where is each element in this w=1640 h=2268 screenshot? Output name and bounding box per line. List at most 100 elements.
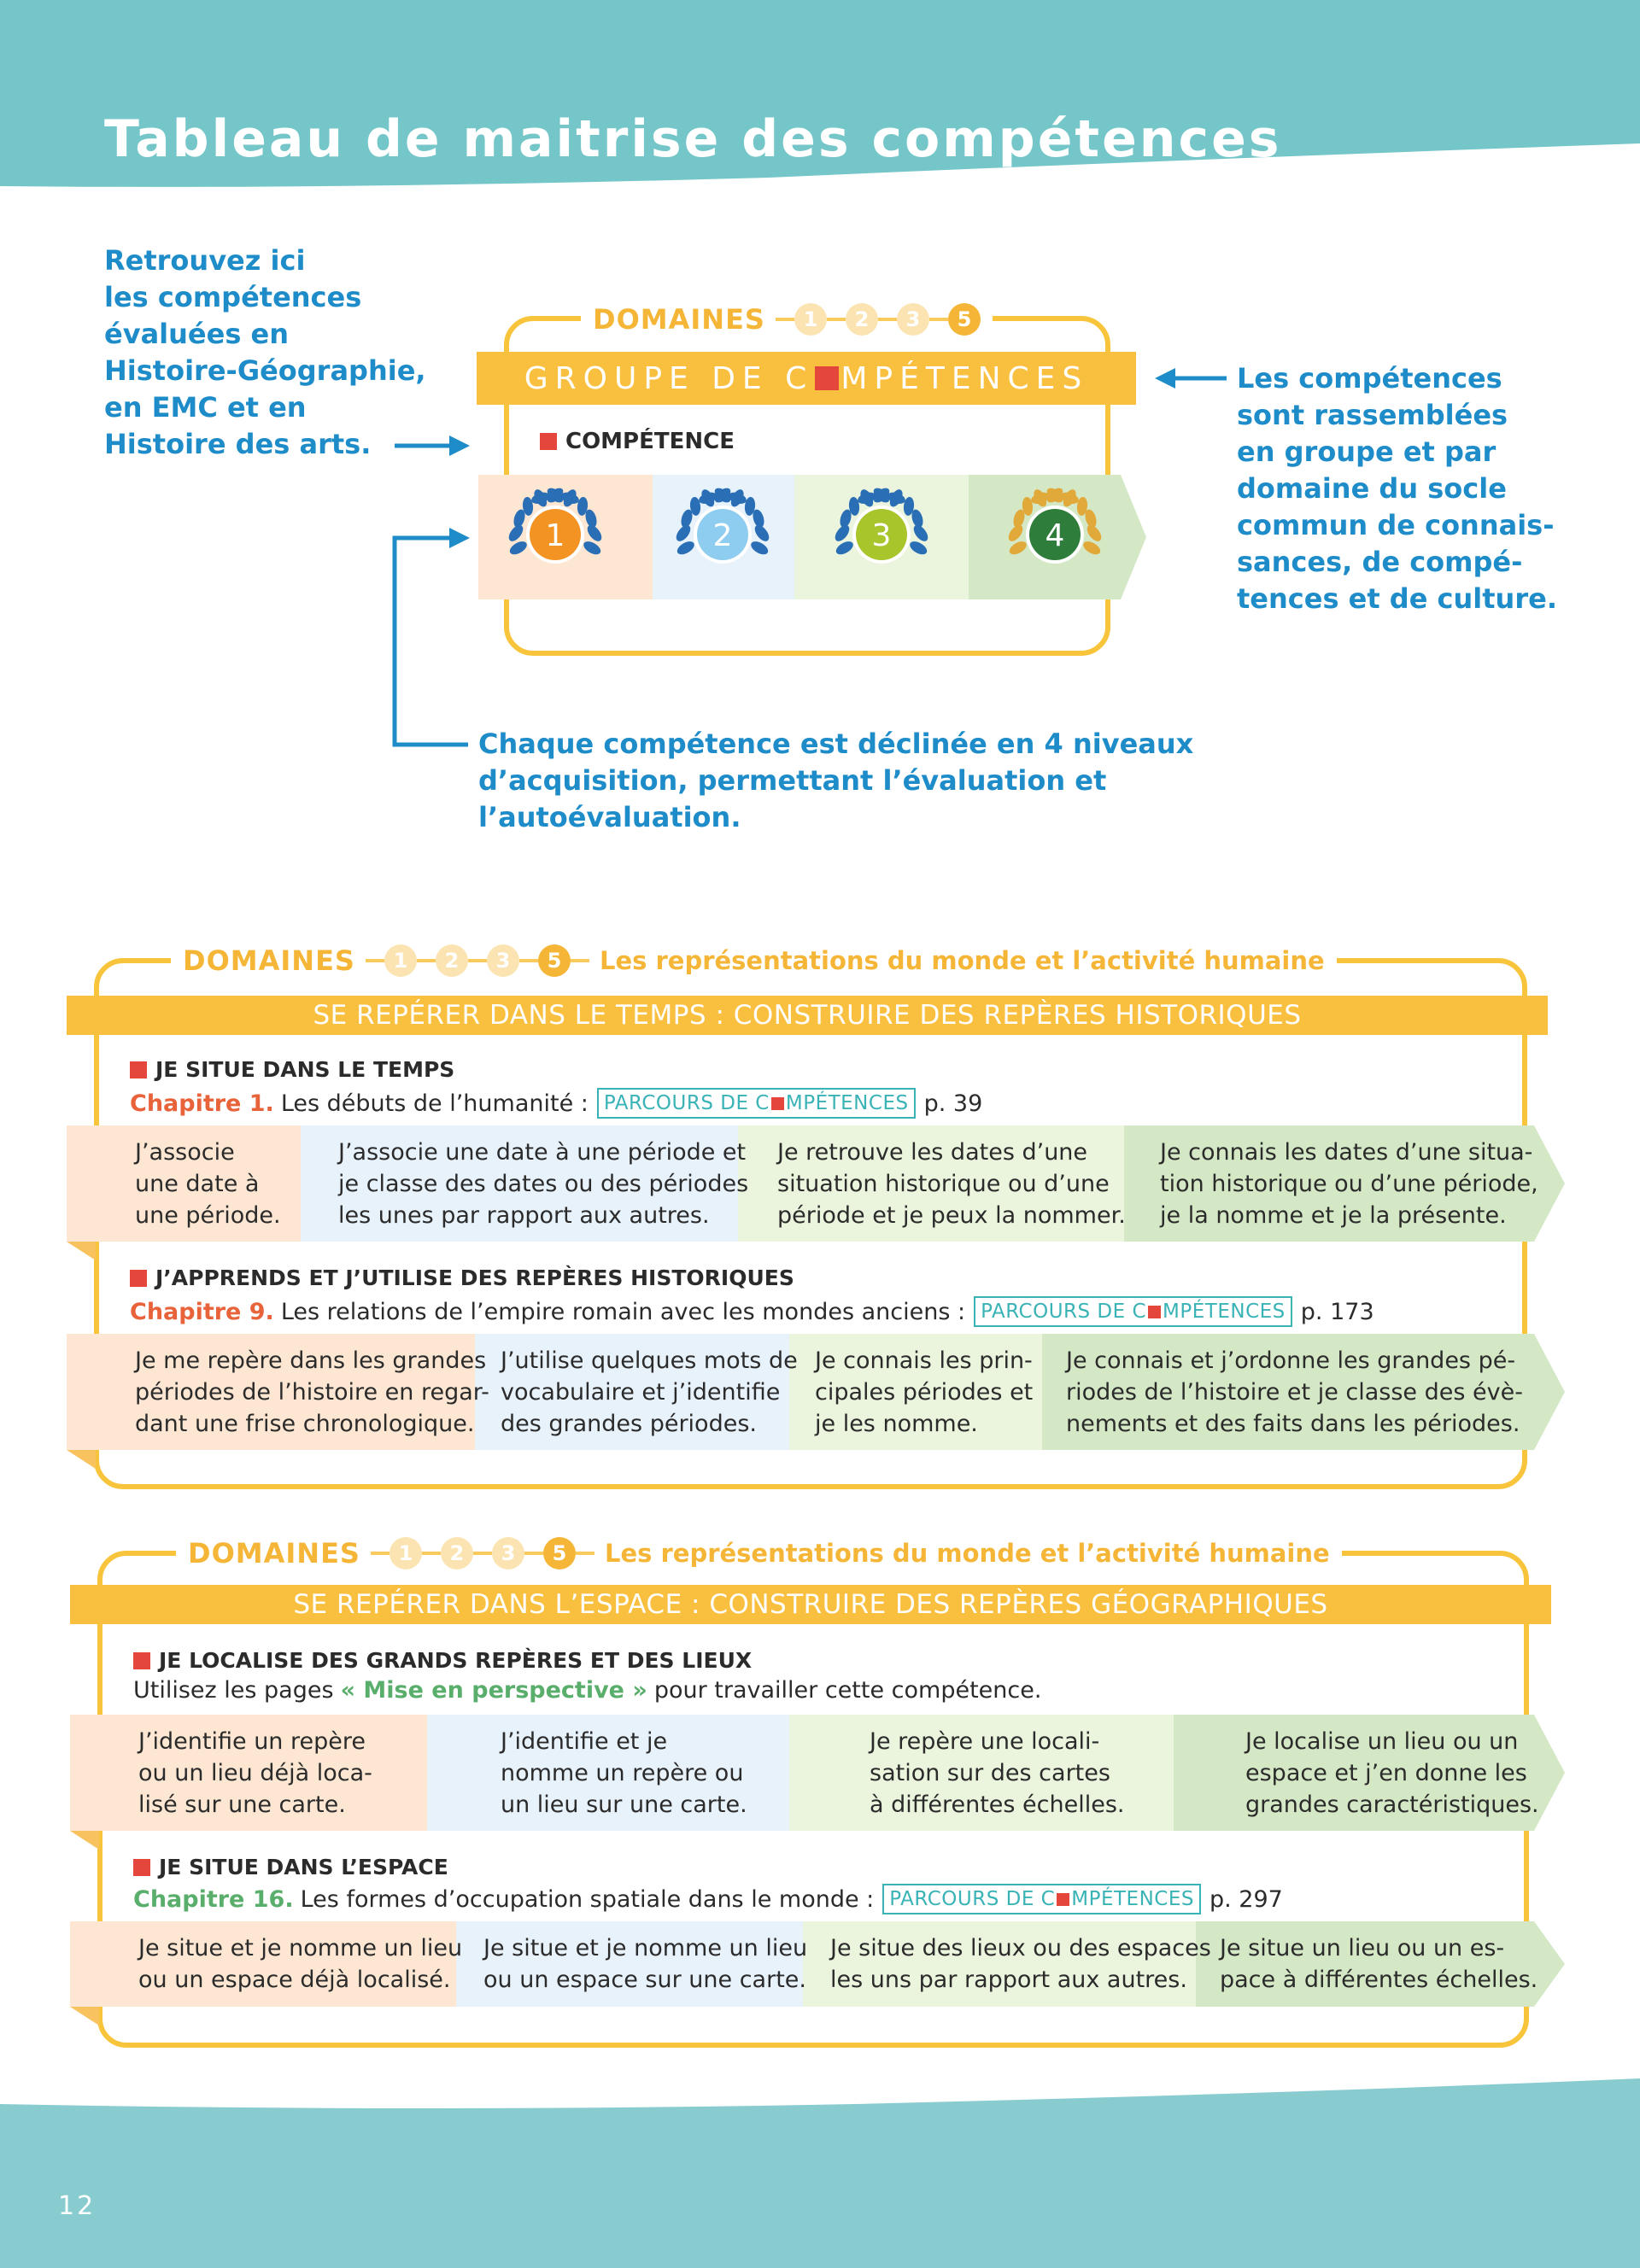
level-3-bg bbox=[789, 1715, 1174, 1831]
laurel-leaf bbox=[1083, 541, 1101, 555]
laurel-leaf bbox=[911, 509, 923, 529]
level-2-bg bbox=[456, 1921, 803, 2007]
red-square-icon bbox=[133, 1651, 150, 1669]
laurel-leaf bbox=[1031, 492, 1050, 504]
domain-circle: 1 bbox=[389, 1537, 422, 1569]
medal-disc bbox=[530, 509, 581, 560]
usage-note: Utilisez les pages « Mise en perspective… bbox=[133, 1677, 1042, 1704]
level-3-text: Je repère une locali-sation sur des cart… bbox=[870, 1727, 1125, 1818]
domain-circle-active: 5 bbox=[542, 1537, 576, 1569]
competence-title: JE SITUE DANS LE TEMPS bbox=[130, 1057, 454, 1082]
laurel-leaf bbox=[848, 496, 860, 516]
level-1-bg bbox=[70, 1921, 456, 2007]
laurel-leaf bbox=[1013, 509, 1025, 529]
level-3-bg bbox=[789, 1334, 1042, 1450]
laurel-leaf bbox=[681, 509, 693, 529]
section-espace-group-bar: SE REPÉRER DANS L’ESPACE : CONSTRUIRE DE… bbox=[70, 1585, 1551, 1624]
laurel-medal-lightblue-icon: 2 bbox=[676, 488, 770, 564]
domain-circle: 3 bbox=[896, 303, 929, 336]
laurel-leaf bbox=[730, 489, 744, 507]
page-number: 12 bbox=[58, 2191, 97, 2221]
level-1-bg bbox=[70, 1715, 427, 1831]
level-3-bg bbox=[803, 1921, 1196, 2007]
red-square-icon bbox=[133, 1858, 150, 1876]
fold-tab bbox=[70, 2007, 99, 2025]
laurel-leaf bbox=[577, 496, 589, 516]
laurel-leaf bbox=[513, 509, 525, 529]
domain-circle: 2 bbox=[845, 303, 878, 336]
intro-left-note: Retrouvez ici les compétences évaluées e… bbox=[104, 244, 426, 460]
red-square-icon bbox=[540, 433, 557, 450]
legend-competence-title: COMPÉTENCE bbox=[540, 429, 735, 454]
competence-title: JE LOCALISE DES GRANDS REPÈRES ET DES LI… bbox=[133, 1648, 752, 1673]
chapter-line: Chapitre 9. Les relations de l’empire ro… bbox=[130, 1296, 1374, 1327]
laurel-leaf bbox=[835, 524, 850, 541]
fold-tab bbox=[67, 1450, 96, 1469]
red-square-icon bbox=[130, 1061, 147, 1078]
level-4-text: Je connais les dates d’une situa-tion hi… bbox=[1160, 1138, 1538, 1229]
section-temps-domains-row: DOMAINES 1 2 3 5 Les représentations du … bbox=[171, 939, 1337, 982]
laurel-leaf bbox=[509, 541, 527, 555]
laurel-leaf bbox=[835, 541, 853, 555]
laurel-leaf bbox=[1009, 541, 1027, 555]
laurel-leaf bbox=[840, 509, 852, 529]
level-4-bg bbox=[1196, 1921, 1565, 2007]
arrow-icon bbox=[392, 528, 470, 747]
laurel-medal-orange-icon: 1 bbox=[508, 488, 602, 564]
laurel-leaf bbox=[676, 541, 694, 555]
level-4-bg bbox=[1174, 1715, 1565, 1831]
medal-level-label: 4 bbox=[1046, 518, 1065, 553]
laurel-medal-darkgreen-icon: 4 bbox=[1008, 488, 1102, 564]
level-2-bg bbox=[301, 1125, 738, 1242]
laurel-leaf bbox=[873, 488, 890, 503]
fold-tab bbox=[70, 1831, 99, 1850]
laurel-leaf bbox=[585, 509, 597, 529]
laurel-leaf bbox=[913, 524, 928, 541]
laurel-leaf bbox=[1076, 496, 1088, 516]
section-temps-group-bar: SE REPÉRER DANS LE TEMPS : CONSTRUIRE DE… bbox=[67, 996, 1548, 1035]
intro-right-note: Les compétences sont rassemblées en grou… bbox=[1237, 362, 1557, 615]
domain-title: Les représentations du monde et l’activi… bbox=[599, 946, 1325, 975]
level-3-bg bbox=[738, 1125, 1124, 1242]
laurel-leaf bbox=[714, 488, 731, 503]
level-2-bg bbox=[475, 1334, 789, 1450]
laurel-leaf bbox=[699, 492, 718, 504]
laurel-leaf bbox=[547, 488, 564, 503]
medal-disc bbox=[1029, 509, 1081, 560]
laurel-leaf bbox=[531, 492, 550, 504]
level-4-bg bbox=[1124, 1125, 1565, 1242]
domain-circle: 1 bbox=[794, 303, 827, 336]
o-square-mark bbox=[815, 365, 840, 391]
laurel-leaf bbox=[1022, 496, 1034, 516]
domain-circle-active: 5 bbox=[947, 303, 981, 336]
laurel-leaf bbox=[1063, 489, 1076, 507]
arrow-icon bbox=[395, 435, 470, 456]
level-4-bg bbox=[1042, 1334, 1565, 1450]
laurel-leaf bbox=[508, 524, 524, 541]
bottom-banner bbox=[0, 2066, 1640, 2268]
laurel-leaf bbox=[910, 541, 928, 555]
top-banner bbox=[0, 0, 1640, 205]
laurel-leaf bbox=[858, 492, 876, 504]
laurel-leaf bbox=[903, 496, 915, 516]
laurel-leaf bbox=[676, 524, 691, 541]
level-4-text: Je connais et j’ordonne les grandes pé-r… bbox=[1066, 1347, 1523, 1437]
intro-bottom-note: Chaque compétence est déclinée en 4 nive… bbox=[478, 728, 1194, 833]
medal-level-label: 3 bbox=[872, 518, 892, 553]
level-4-text: Je situe un lieu ou un es-pace à différe… bbox=[1220, 1935, 1538, 1993]
